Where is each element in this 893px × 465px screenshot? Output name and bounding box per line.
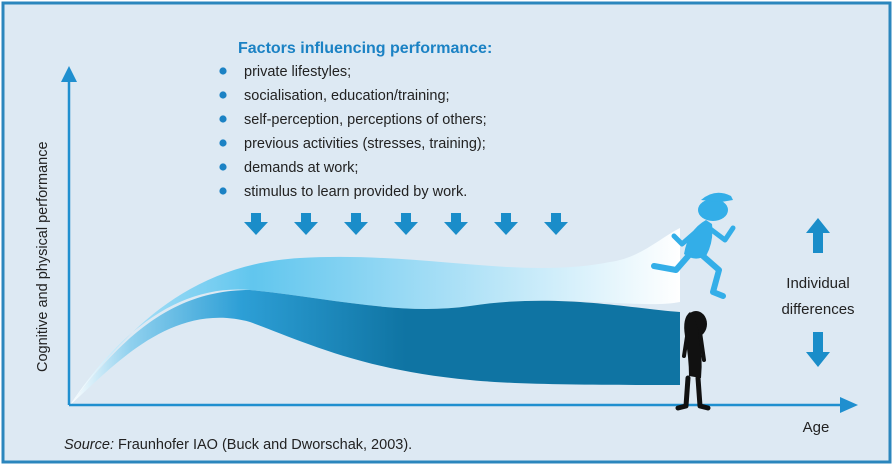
- down-arrow-icon: [394, 213, 418, 235]
- factor-item: self-perception, perceptions of others;: [244, 112, 487, 128]
- bullet-icon: [219, 91, 227, 99]
- running-figure-icon: [651, 192, 736, 299]
- down-arrow-icon: [294, 213, 318, 235]
- individual-differences-label-line2: differences: [781, 301, 854, 318]
- up-arrow-icon: [806, 218, 830, 253]
- down-arrow-icon: [244, 213, 268, 235]
- bullet-icon: [219, 67, 227, 75]
- bullet-icon: [219, 187, 227, 195]
- factor-item: private lifestyles;: [244, 64, 351, 80]
- source-text: Fraunhofer IAO (Buck and Dworschak, 2003…: [114, 437, 412, 453]
- bullet-icon: [219, 115, 227, 123]
- factor-arrows: [244, 213, 568, 235]
- down-arrow-icon: [494, 213, 518, 235]
- bullet-icon: [219, 163, 227, 171]
- tired-figure-icon: [675, 311, 711, 411]
- down-arrow-icon: [806, 332, 830, 367]
- down-arrow-icon: [544, 213, 568, 235]
- factor-item: demands at work;: [244, 160, 358, 176]
- source-prefix: Source:: [64, 437, 114, 453]
- factors-list: private lifestyles; socialisation, educa…: [219, 64, 487, 200]
- source-note: Source: Fraunhofer IAO (Buck and Dworsch…: [64, 437, 412, 453]
- factor-item: previous activities (stresses, training)…: [244, 136, 486, 152]
- down-arrow-icon: [444, 213, 468, 235]
- bullet-icon: [219, 139, 227, 147]
- upper-performance-band: [70, 228, 680, 405]
- factor-item: socialisation, education/training;: [244, 88, 450, 104]
- x-axis-arrowhead: [840, 397, 858, 413]
- individual-differences: Individual differences: [781, 218, 855, 367]
- y-axis-arrowhead: [61, 66, 77, 82]
- x-axis-label: Age: [803, 419, 830, 436]
- individual-differences-label-line1: Individual: [786, 275, 849, 292]
- lower-performance-band: [70, 290, 680, 405]
- factors-heading: Factors influencing performance:: [238, 40, 492, 57]
- y-axis-label: Cognitive and physical performance: [35, 141, 51, 372]
- factor-item: stimulus to learn provided by work.: [244, 184, 467, 200]
- down-arrow-icon: [344, 213, 368, 235]
